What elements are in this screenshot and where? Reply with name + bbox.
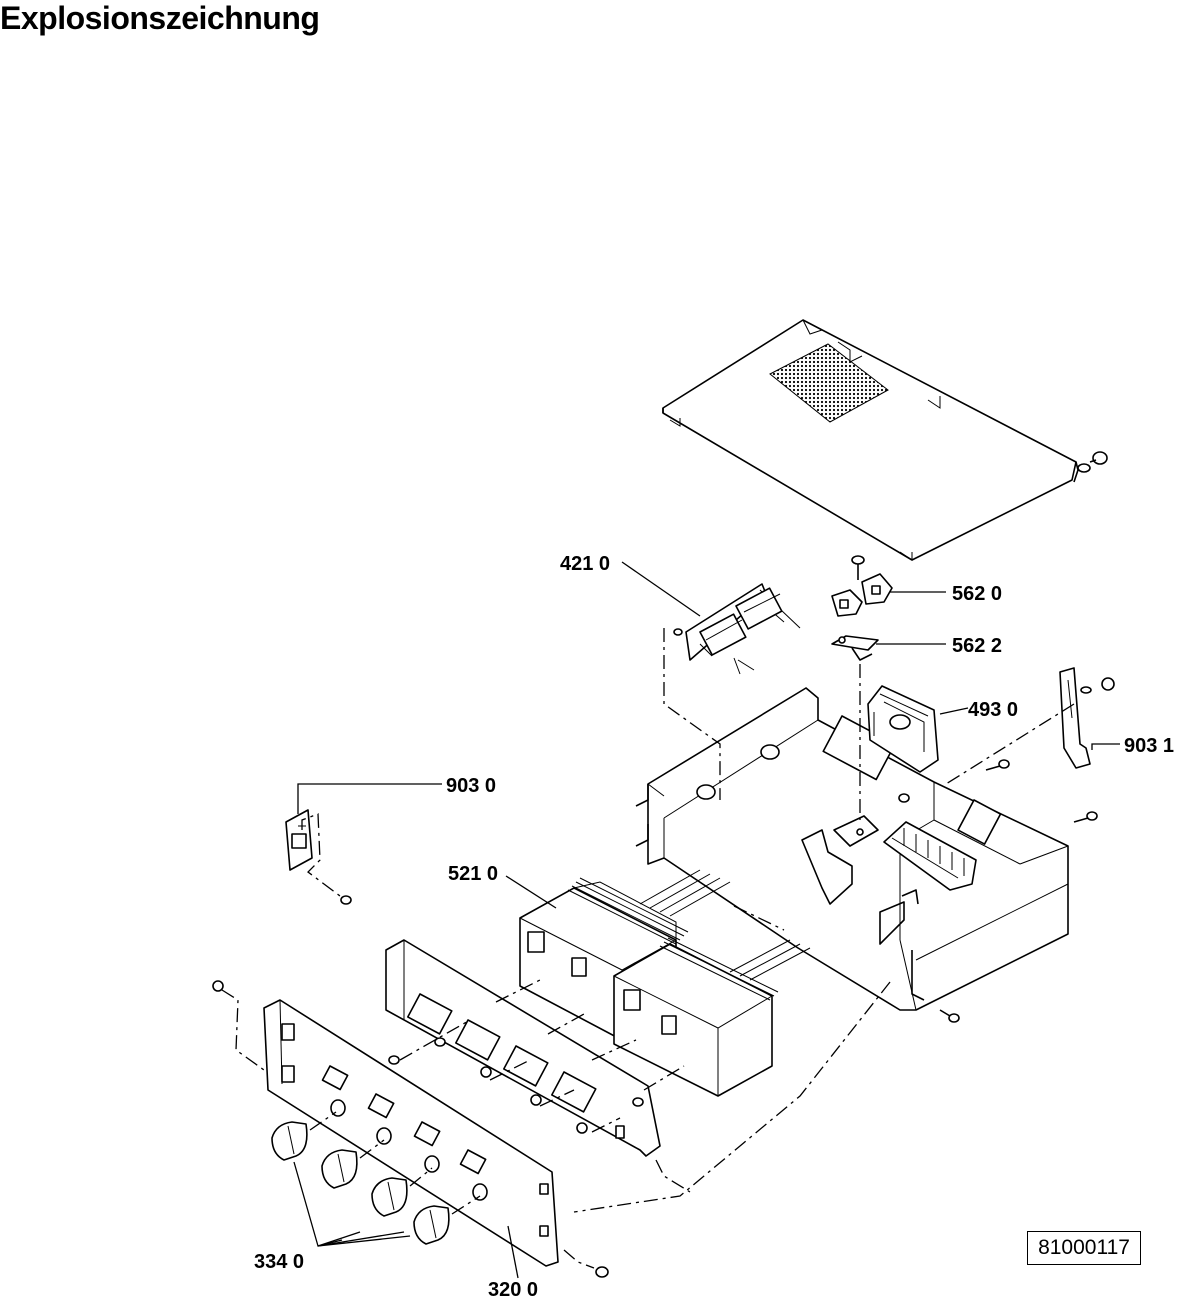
relay-board bbox=[673, 583, 801, 675]
transformer bbox=[867, 685, 939, 773]
callout-4930: 493 0 bbox=[968, 699, 1018, 721]
knobs bbox=[271, 1121, 450, 1245]
vent-mesh bbox=[769, 343, 889, 423]
callout-3340: 334 0 bbox=[254, 1251, 304, 1273]
callout-3200: 320 0 bbox=[488, 1279, 538, 1298]
assembly-lines bbox=[221, 628, 1075, 1269]
callout-5210: 521 0 bbox=[448, 863, 498, 885]
reference-number-box: 81000117 bbox=[1027, 1231, 1141, 1265]
page-title: Explosionszeichnung bbox=[0, 0, 320, 36]
inner-front-frame bbox=[385, 939, 661, 1157]
cover-screws bbox=[1077, 451, 1108, 473]
leader-lines bbox=[293, 561, 1120, 1279]
small-bracket bbox=[285, 809, 352, 905]
callout-4210: 421 0 bbox=[560, 553, 610, 575]
callout-9031: 903 1 bbox=[1124, 735, 1174, 757]
front-panel bbox=[263, 999, 588, 1267]
callout-5620: 562 0 bbox=[952, 583, 1002, 605]
terminal-strip bbox=[801, 793, 977, 945]
top-cover bbox=[662, 319, 1079, 561]
chassis bbox=[635, 687, 1069, 1011]
callout-9030: 903 0 bbox=[446, 775, 496, 797]
side-bracket bbox=[985, 667, 1115, 823]
switch-parts bbox=[831, 555, 893, 661]
callout-5622: 562 2 bbox=[952, 635, 1002, 657]
relay-modules bbox=[519, 869, 811, 1097]
loose-screws bbox=[212, 980, 960, 1278]
